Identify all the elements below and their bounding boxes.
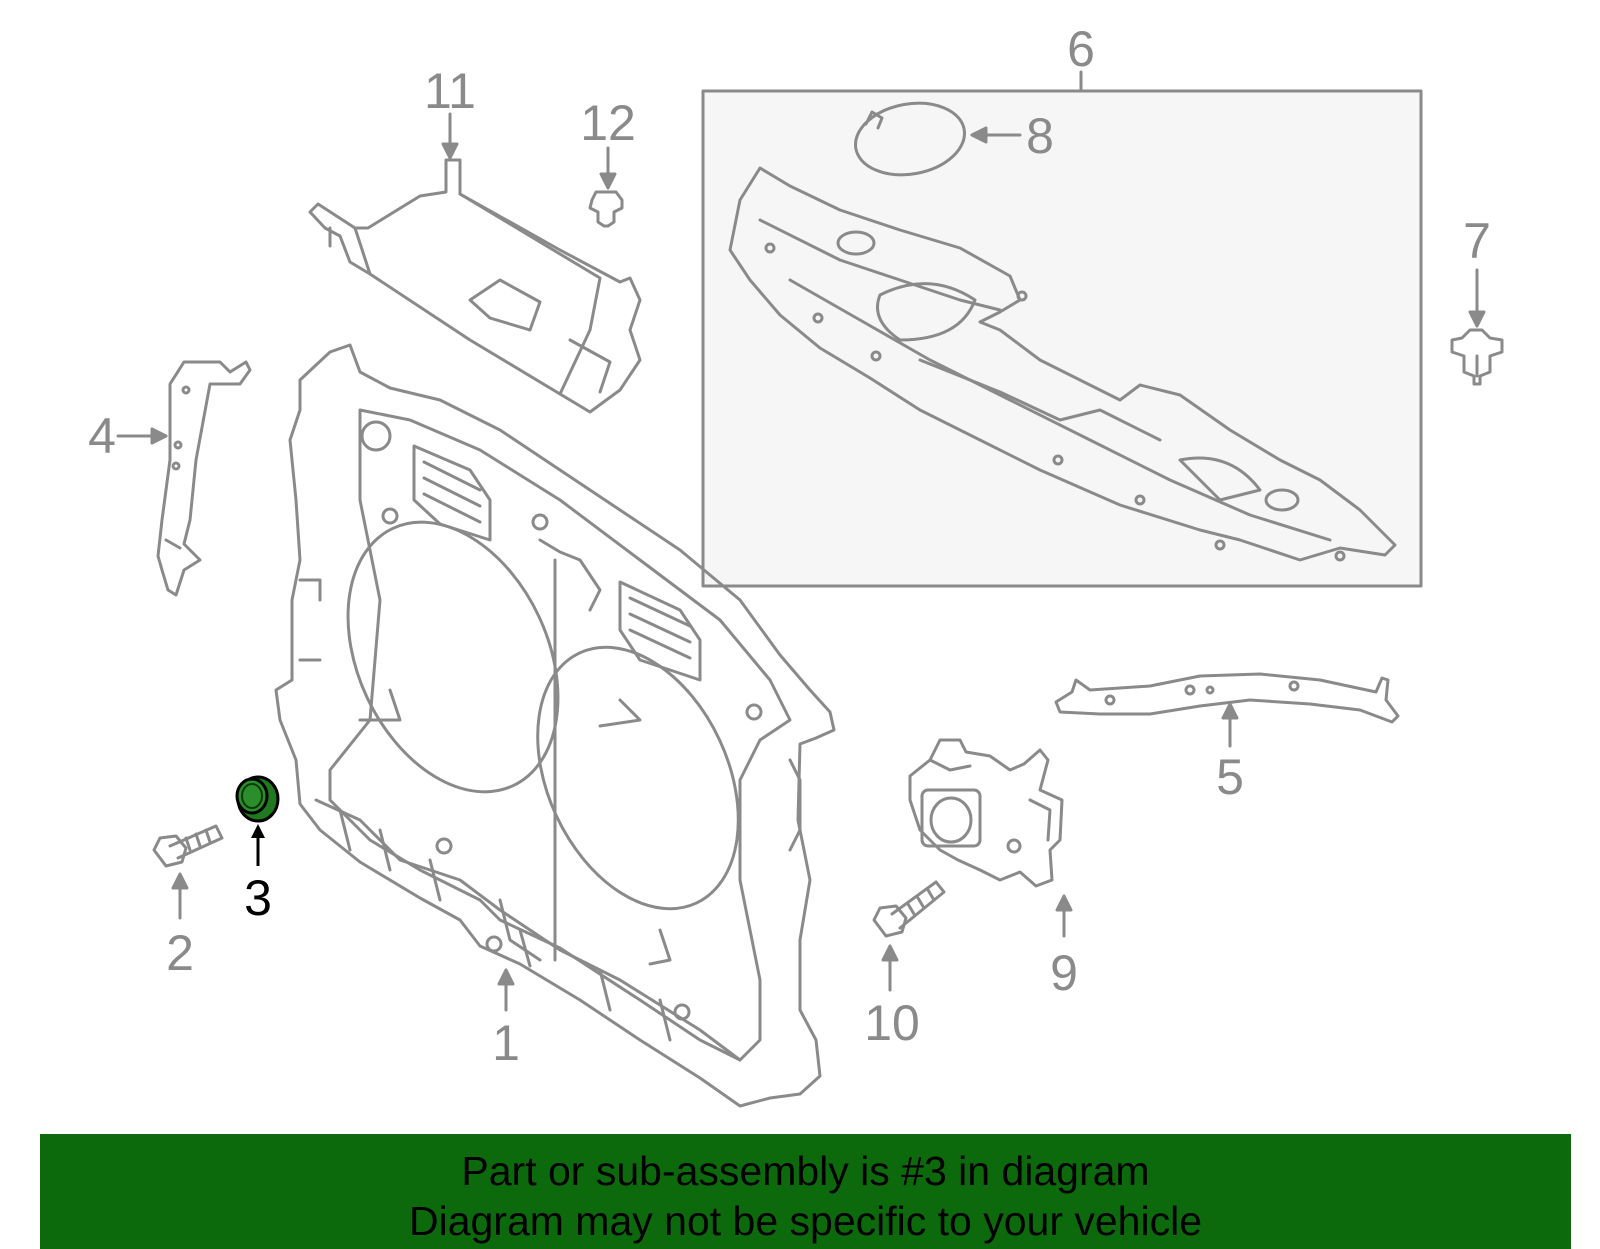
leader-12 <box>599 146 617 190</box>
part-2-bolt <box>152 824 224 868</box>
part-12-clip <box>588 190 624 228</box>
callout-8: 8 <box>1026 108 1054 164</box>
leader-10 <box>881 944 899 992</box>
info-banner: Part or sub-assembly is #3 in diagram Di… <box>40 1134 1571 1249</box>
callout-3: 3 <box>244 870 272 926</box>
callout-5: 5 <box>1216 749 1244 805</box>
part-7-clip <box>1450 328 1504 386</box>
callout-12: 12 <box>580 95 636 151</box>
part-1-core-support <box>274 343 836 1108</box>
part-8-seal <box>853 101 967 177</box>
part-3-grommet <box>235 775 280 823</box>
part-11-upper-duct <box>308 158 642 414</box>
callout-7: 7 <box>1463 213 1491 269</box>
callout-11: 11 <box>424 63 476 119</box>
leader-5 <box>1221 702 1239 748</box>
callout-6: 6 <box>1067 21 1095 77</box>
leader-7 <box>1468 268 1486 328</box>
leader-9 <box>1055 894 1073 938</box>
banner-line-1: Part or sub-assembly is #3 in diagram <box>461 1148 1150 1194</box>
part-9-sensor <box>908 738 1064 888</box>
part-4-bracket <box>156 360 252 597</box>
leader-11 <box>441 112 459 160</box>
part-6-group-box <box>701 89 1423 588</box>
part-5-cross-member <box>1054 672 1400 724</box>
part-6-air-guide <box>728 166 1397 562</box>
leader-8 <box>970 126 1022 144</box>
leader-3 <box>251 824 265 866</box>
callout-4: 4 <box>88 408 116 464</box>
leader-2 <box>171 872 189 920</box>
callout-10: 10 <box>864 995 920 1051</box>
part-10-bolt <box>872 880 946 938</box>
callout-2: 2 <box>166 925 194 981</box>
callout-1: 1 <box>492 1015 520 1071</box>
callout-9: 9 <box>1050 945 1078 1001</box>
leader-4 <box>116 427 168 445</box>
leader-1 <box>497 968 515 1012</box>
banner-line-2: Diagram may not be specific to your vehi… <box>408 1198 1202 1244</box>
